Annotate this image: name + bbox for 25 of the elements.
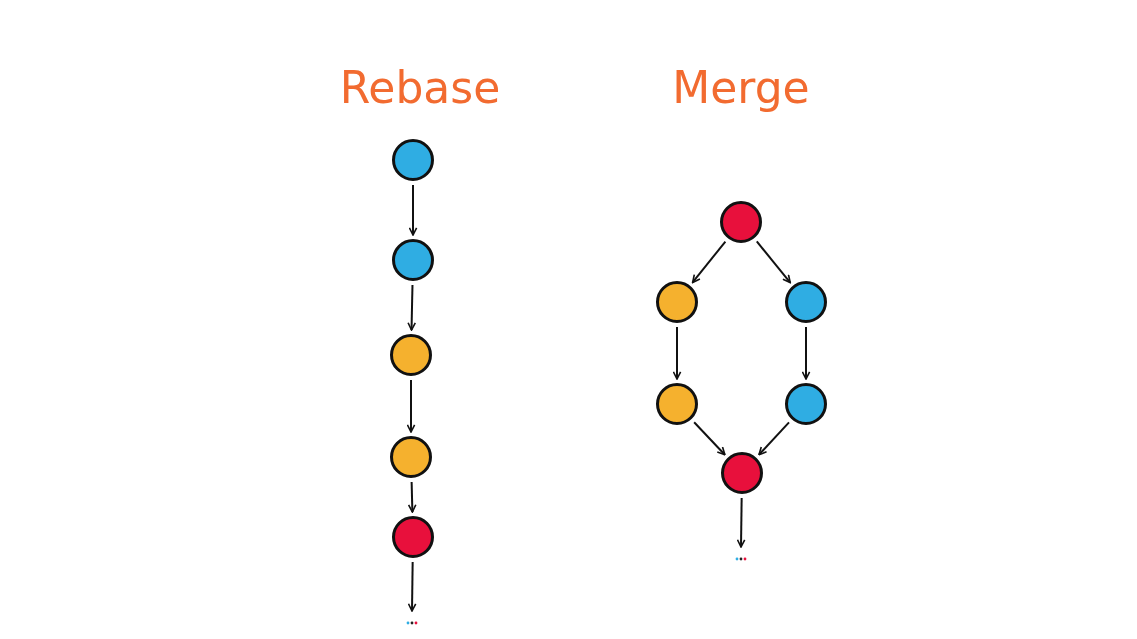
commit-circle [390,334,432,376]
commit-circle [721,452,763,494]
commit-circle [392,516,434,558]
arrow [672,326,682,380]
column-heading: Rebase [339,62,501,113]
commit-circle [785,281,827,323]
arrow [407,481,417,513]
commit-circle [656,383,698,425]
arrow [801,326,811,380]
arrow [408,184,418,236]
commit-circle [785,383,827,425]
commit-circle [656,281,698,323]
arrow [758,421,790,456]
arrow [407,561,417,612]
arrow [691,240,727,284]
commit-circle [392,139,434,181]
arrow [693,421,726,456]
arrow [736,497,746,548]
commit-circle [390,436,432,478]
commit-circle [392,239,434,281]
arrow [407,284,417,331]
commit-circle [720,201,762,243]
arrow [406,379,416,433]
column-heading: Merge [672,62,810,113]
arrow [755,240,792,284]
